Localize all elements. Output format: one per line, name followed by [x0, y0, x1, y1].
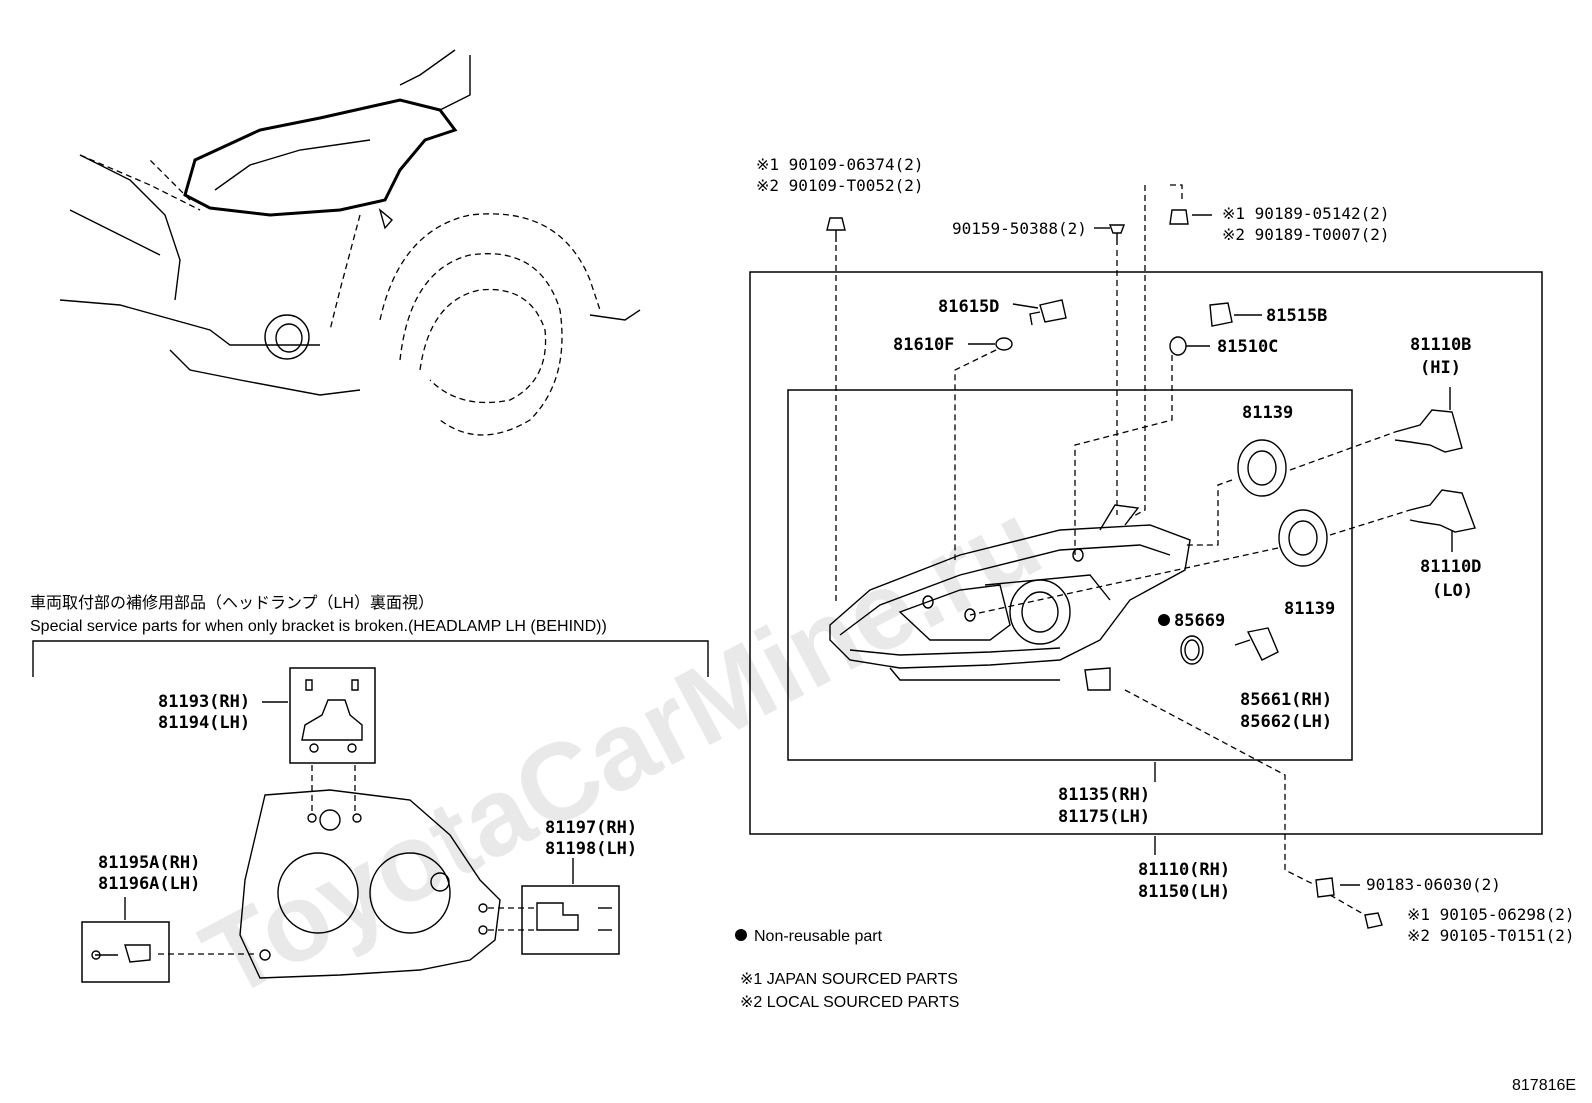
legend-non-reusable: Non-reusable part — [754, 928, 883, 945]
label-81110b-note: (HI) — [1420, 358, 1461, 378]
label-clip-90183: 90183-06030(2) — [1366, 875, 1501, 894]
diagram-code: 817816E — [1512, 1077, 1576, 1094]
label-bolt-90105-b: ※2 90105-T0151(2) — [1407, 926, 1575, 945]
label-81193: 81193(RH) — [158, 692, 250, 712]
box-81195a — [81, 921, 170, 983]
inner-assembly-box — [787, 389, 1353, 761]
headlamp-drawing — [829, 504, 1191, 691]
label-81110b: 81110B — [1410, 335, 1471, 355]
label-81196a: 81196A(LH) — [98, 874, 200, 894]
label-81110d-note: (LO) — [1432, 581, 1473, 601]
label-81615d: 81615D — [938, 297, 999, 317]
label-nut-90189-a: ※1 90189-05142(2) — [1222, 204, 1390, 223]
label-nut-90189-b: ※2 90189-T0007(2) — [1222, 225, 1390, 244]
non-reusable-legend-dot — [735, 929, 747, 941]
label-81195a: 81195A(RH) — [98, 853, 200, 873]
label-81198: 81198(LH) — [545, 839, 637, 859]
vehicle-overview-drawing — [59, 49, 641, 436]
label-81139-top: 81139 — [1242, 403, 1293, 423]
label-81175: 81175(LH) — [1058, 807, 1150, 827]
label-bolt-90109-b: ※2 90109-T0052(2) — [756, 176, 924, 195]
label-81110d: 81110D — [1420, 557, 1481, 577]
label-81139-bottom: 81139 — [1284, 599, 1335, 619]
label-85669: 85669 — [1174, 611, 1225, 631]
label-81135: 81135(RH) — [1058, 785, 1150, 805]
non-reusable-marker-85669 — [1158, 614, 1170, 626]
legend-japan-sourced: ※1 JAPAN SOURCED PARTS — [740, 971, 958, 988]
label-81510c: 81510C — [1217, 337, 1278, 357]
label-81110: 81110(RH) — [1138, 860, 1230, 880]
label-85662: 85662(LH) — [1240, 712, 1332, 732]
small-parts-drawing — [826, 184, 1476, 929]
outer-assembly-box — [749, 271, 1543, 835]
label-81610f: 81610F — [893, 335, 954, 355]
watermark: ToyotaCarMine.ru — [184, 477, 1060, 1021]
bracket-assembly-drawing — [81, 667, 620, 983]
special-section-bracket — [32, 640, 709, 677]
label-81197: 81197(RH) — [545, 818, 637, 838]
label-81194: 81194(LH) — [158, 713, 250, 733]
box-81193 — [289, 667, 376, 764]
box-81197 — [521, 885, 620, 955]
label-bolt-90109-a: ※1 90109-06374(2) — [756, 155, 924, 174]
special-title-jp: 車両取付部の補修用部品（ヘッドランプ（LH）裏面視） — [30, 593, 434, 612]
legend-local-sourced: ※2 LOCAL SOURCED PARTS — [740, 994, 959, 1011]
label-81150: 81150(LH) — [1138, 882, 1230, 902]
label-85661: 85661(RH) — [1240, 690, 1332, 710]
label-screw-90159: 90159-50388(2) — [952, 219, 1087, 238]
special-title-en: Special service parts for when only brac… — [30, 618, 607, 635]
label-81515b: 81515B — [1266, 306, 1327, 326]
label-bolt-90105-a: ※1 90105-06298(2) — [1407, 905, 1575, 924]
